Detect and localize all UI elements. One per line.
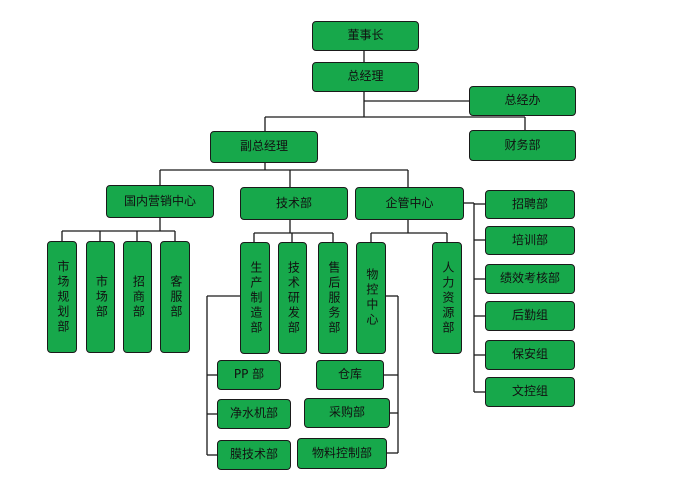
after-sales-box: 售后服务部 — [318, 242, 348, 354]
gm-office-box: 总经办 — [469, 86, 576, 116]
water-purifier-box: 净水机部 — [217, 399, 291, 429]
membrane-tech-box: 膜技术部 — [217, 440, 291, 470]
enterprise-mgmt-box: 企管中心 — [355, 187, 464, 220]
finance-box: 财务部 — [469, 130, 576, 161]
investment-box: 招商部 — [123, 241, 152, 353]
document-control-box: 文控组 — [485, 377, 575, 407]
security-box: 保安组 — [485, 340, 575, 370]
tech-dept-box: 技术部 — [240, 187, 348, 220]
material-control-dept-box: 物料控制部 — [297, 438, 387, 469]
production-box: 生产制造部 — [240, 242, 270, 354]
pp-dept-box: PP 部 — [217, 360, 281, 390]
recruitment-box: 招聘部 — [485, 190, 575, 219]
customer-service-box: 客服部 — [160, 241, 190, 353]
chairman-box: 董事长 — [312, 21, 419, 51]
purchasing-box: 采购部 — [304, 398, 390, 428]
logistics-box: 后勤组 — [485, 301, 575, 331]
deputy-gm-box: 副总经理 — [210, 131, 318, 163]
domestic-sales-box: 国内营销中心 — [106, 185, 214, 218]
hr-box: 人力资源部 — [432, 242, 462, 354]
training-box: 培训部 — [485, 226, 575, 255]
market-dept-box: 市场部 — [86, 241, 115, 353]
warehouse-box: 仓库 — [316, 360, 384, 390]
performance-box: 绩效考核部 — [485, 264, 575, 294]
tech-rd-box: 技术研发部 — [278, 242, 307, 354]
market-planning-box: 市场规划部 — [47, 241, 77, 353]
gm-box: 总经理 — [312, 62, 419, 92]
material-control-center-box: 物控中心 — [356, 242, 386, 354]
